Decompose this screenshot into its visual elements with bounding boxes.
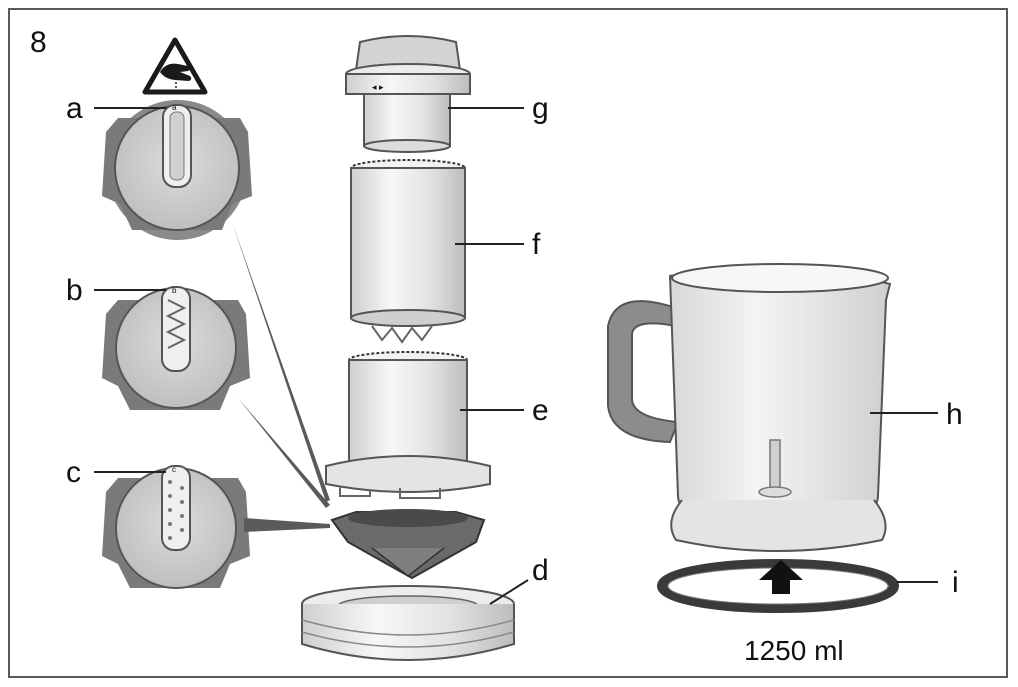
hand-injury-warning-icon: [142, 37, 208, 95]
blade-letter-b: b: [172, 286, 177, 295]
label-f: f: [532, 228, 541, 261]
blade-letter-a: a: [172, 103, 177, 112]
blade-letter-c: c: [172, 465, 176, 474]
label-d: d: [532, 554, 549, 587]
blade-holder: [330, 509, 486, 580]
leader-lines: [94, 107, 938, 605]
svg-text:◂ ▸: ◂ ▸: [372, 82, 384, 92]
blade-disc-b: b: [102, 286, 250, 410]
insert-guide-lines: [232, 222, 330, 532]
housing-e: [325, 351, 491, 499]
capacity-label: 1250 ml: [744, 635, 844, 666]
label-i: i: [952, 566, 959, 599]
blade-disc-a: a: [102, 100, 252, 240]
figure-number: 8: [30, 26, 47, 59]
label-h: h: [946, 398, 963, 431]
label-a: a: [66, 92, 83, 125]
up-arrow-icon: [759, 560, 803, 594]
blade-disc-c: c: [102, 465, 250, 589]
base-ring-d: [301, 585, 515, 661]
label-b: b: [66, 274, 83, 307]
label-e: e: [532, 394, 549, 427]
pusher-g: ◂ ▸: [345, 35, 471, 153]
label-g: g: [532, 92, 549, 125]
label-c: c: [66, 456, 81, 489]
jug-h: [607, 263, 892, 552]
chute-cylinder-f: [350, 159, 466, 344]
